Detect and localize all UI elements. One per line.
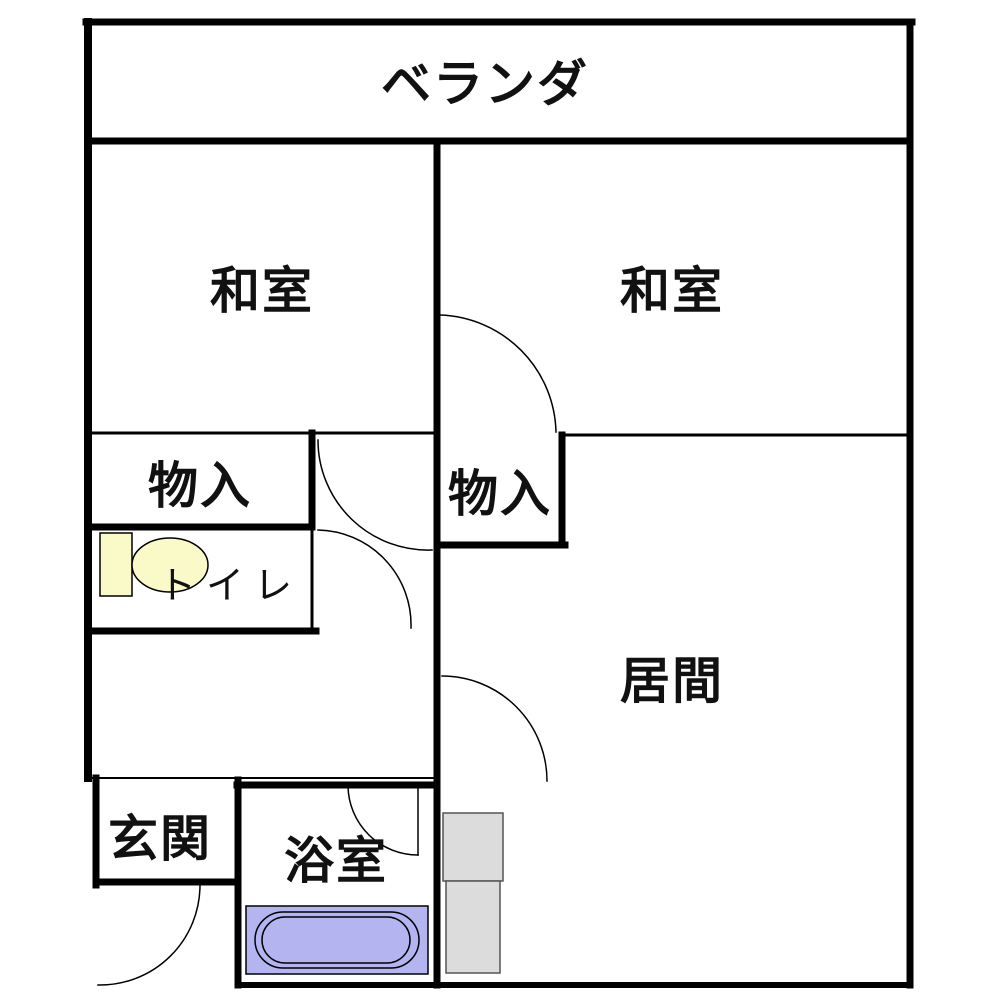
- door-arc-toilet: [317, 529, 412, 629]
- room-label-closet-right: 物入: [448, 465, 552, 523]
- room-label-entrance: 玄関: [108, 810, 212, 868]
- room-label-toilet: トイレ: [157, 563, 303, 608]
- door-arc-living: [441, 675, 548, 782]
- toilet-fixture: [99, 532, 209, 597]
- room-label-washitsu-left: 和室: [210, 262, 314, 320]
- door-arc-hall: [317, 439, 433, 551]
- bathtub: [245, 905, 429, 975]
- door-arc-washitsu: [439, 314, 557, 433]
- kitchen-counter: [442, 812, 504, 974]
- room-label-closet-left: 物入: [148, 457, 252, 515]
- door-arc-entrance: [97, 884, 201, 986]
- room-label-bathroom: 浴室: [284, 832, 388, 890]
- door-arc-bathroom: [347, 785, 419, 856]
- room-label-veranda: ベランダ: [381, 55, 589, 113]
- room-label-washitsu-right: 和室: [620, 262, 724, 320]
- room-label-living: 居間: [620, 652, 724, 710]
